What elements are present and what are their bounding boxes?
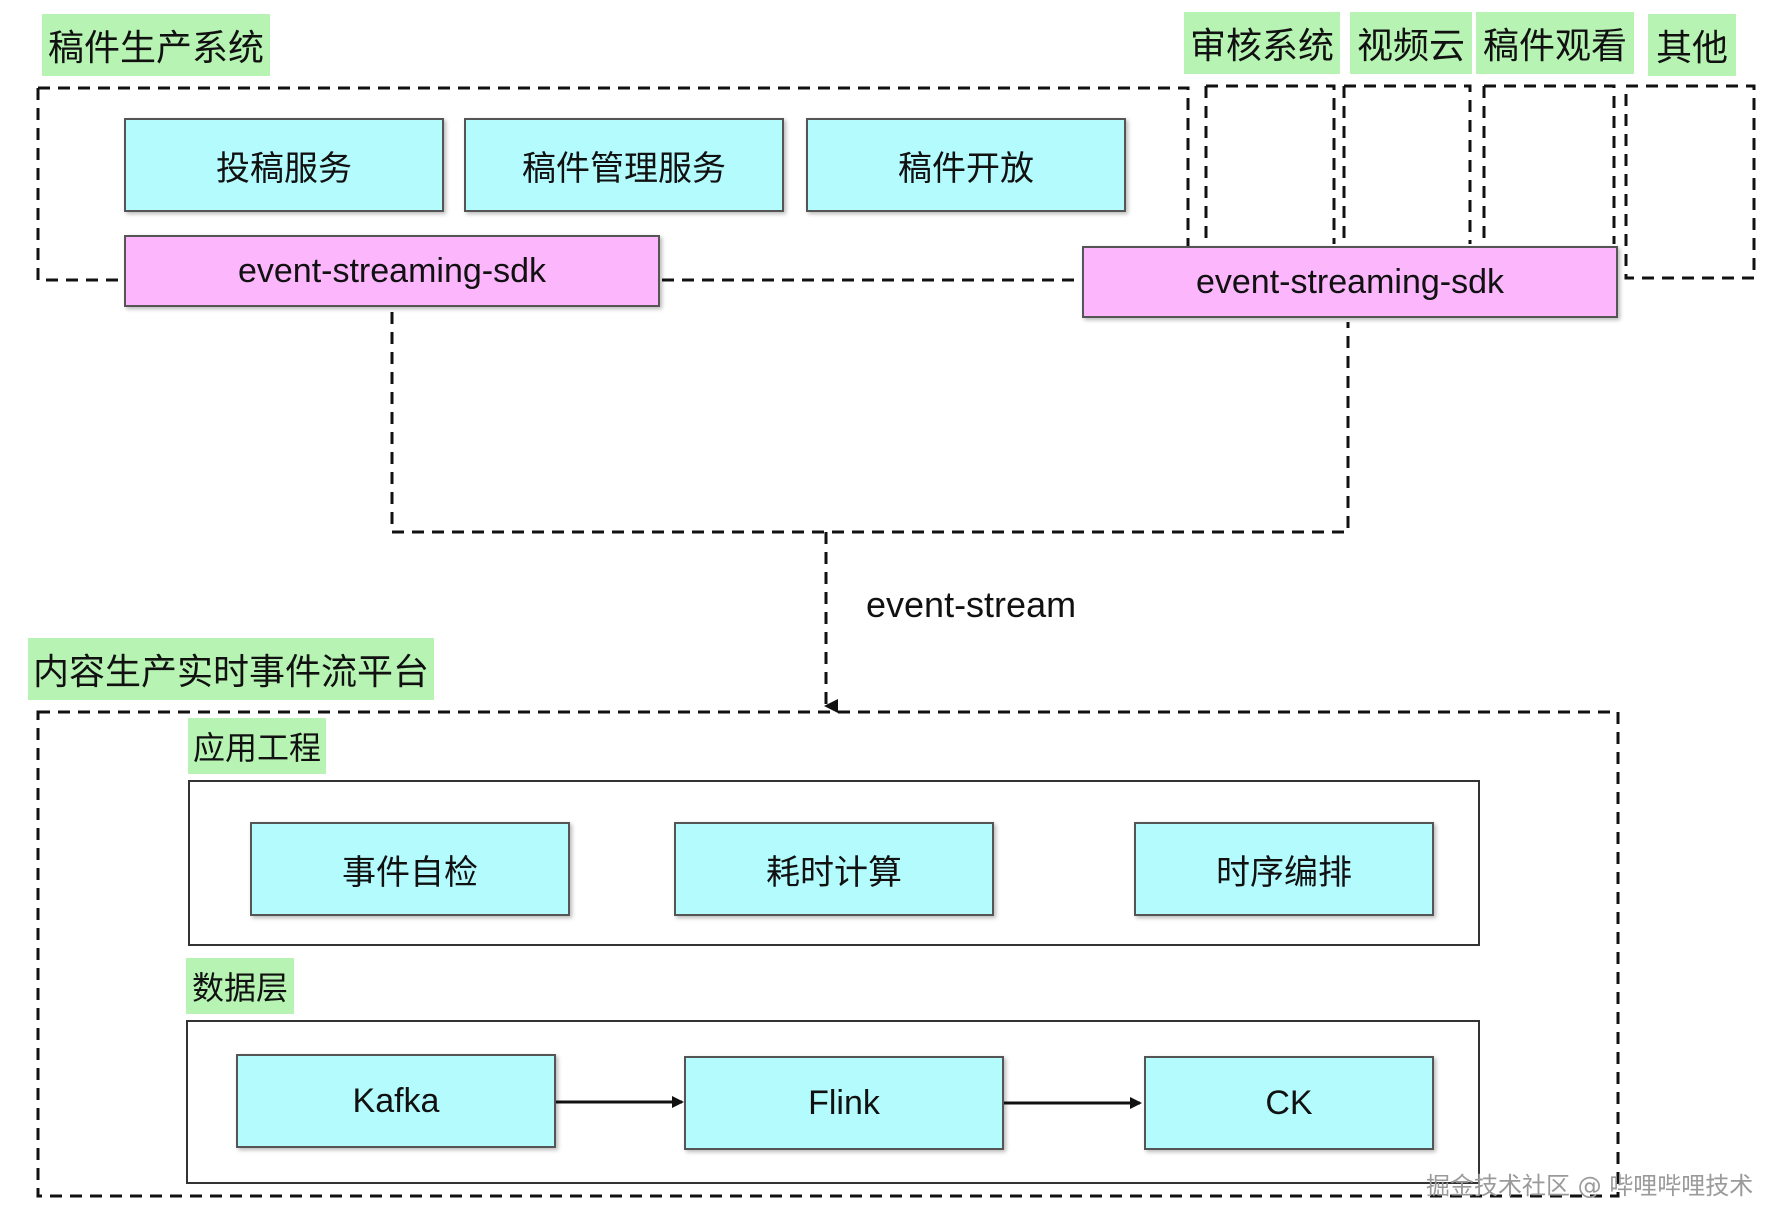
external-system-review-title: 审核系统 <box>1184 12 1340 74</box>
application-layer-title: 应用工程 <box>188 718 326 774</box>
data-layer-title: 数据层 <box>186 958 294 1014</box>
submission-service-box: 投稿服务 <box>124 118 444 212</box>
data-layer-panel <box>186 1020 1480 1184</box>
external-system-viewing-title: 稿件观看 <box>1476 12 1634 74</box>
flink-box: Flink <box>684 1056 1004 1150</box>
platform-frame <box>36 710 1620 1198</box>
external-column-other <box>1624 84 1756 280</box>
application-layer-panel <box>188 780 1480 946</box>
manuscript-management-service-box: 稿件管理服务 <box>464 118 784 212</box>
external-column-review <box>1204 84 1336 244</box>
external-system-video-cloud-title: 视频云 <box>1350 12 1472 74</box>
production-system-frame <box>36 86 1190 282</box>
external-event-streaming-sdk-box: event-streaming-sdk <box>1082 246 1618 318</box>
latency-calculation-box: 耗时计算 <box>674 822 994 916</box>
external-column-viewing <box>1482 84 1616 244</box>
event-stream-label: event-stream <box>866 584 1077 625</box>
external-system-other-title: 其他 <box>1648 14 1736 76</box>
sdk-merge-connector <box>390 312 1350 534</box>
production-event-streaming-sdk-box: event-streaming-sdk <box>124 235 660 307</box>
manuscript-open-service-box: 稿件开放 <box>806 118 1126 212</box>
platform-title: 内容生产实时事件流平台 <box>28 638 434 700</box>
kafka-box: Kafka <box>236 1054 556 1148</box>
sequence-orchestration-box: 时序编排 <box>1134 822 1434 916</box>
production-system-title: 稿件生产系统 <box>42 14 270 76</box>
watermark-text: 掘金技术社区 @ 哔哩哔哩技术 <box>1426 1172 1754 1200</box>
external-column-video-cloud <box>1342 84 1472 244</box>
event-self-check-box: 事件自检 <box>250 822 570 916</box>
ck-box: CK <box>1144 1056 1434 1150</box>
